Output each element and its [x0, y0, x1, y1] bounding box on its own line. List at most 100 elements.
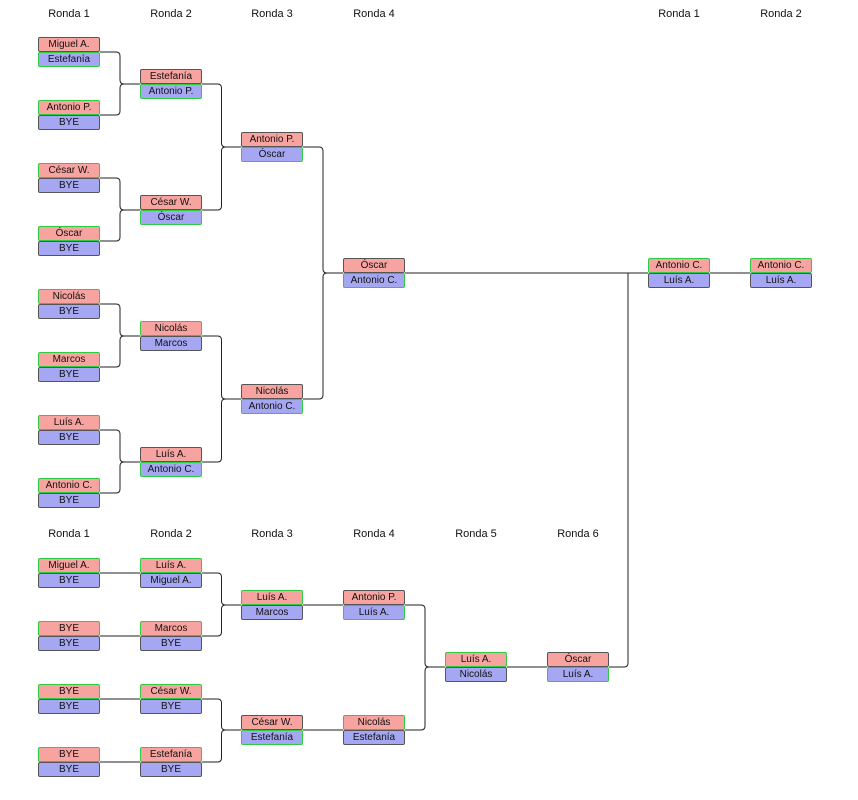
- player-slot-top: Antonio P.: [38, 100, 100, 115]
- round-label: Ronda 2: [150, 528, 192, 540]
- player-slot-top: Luís A.: [38, 415, 100, 430]
- connector-line: [100, 177, 140, 211]
- player-slot-top: César W.: [241, 715, 303, 730]
- player-slot-bottom: BYE: [38, 762, 100, 777]
- match-box: Antonio C.BYE: [38, 478, 100, 508]
- player-slot-bottom: BYE: [38, 573, 100, 588]
- player-slot-bottom: BYE: [140, 636, 202, 651]
- connector-line: [100, 51, 140, 85]
- connector-line: [202, 83, 241, 148]
- connector-line: [100, 429, 140, 463]
- player-slot-bottom: Óscar: [241, 147, 303, 162]
- player-slot-bottom: Antonio C.: [241, 399, 303, 414]
- match-box: Antonio P.BYE: [38, 100, 100, 130]
- match-box: César W.Óscar: [140, 195, 202, 225]
- player-slot-top: Estefanía: [140, 69, 202, 84]
- player-slot-bottom: BYE: [38, 430, 100, 445]
- player-slot-top: Óscar: [38, 226, 100, 241]
- match-box: César W.BYE: [140, 684, 202, 714]
- match-box: Miguel A.Estefanía: [38, 37, 100, 67]
- player-slot-bottom: Óscar: [140, 210, 202, 225]
- connector-line: [609, 273, 629, 668]
- match-box: Luís A.Marcos: [241, 590, 303, 620]
- player-slot-top: BYE: [38, 621, 100, 636]
- match-box: Miguel A.BYE: [38, 558, 100, 588]
- connector-line: [100, 335, 140, 368]
- player-slot-top: Antonio C.: [750, 258, 812, 273]
- player-slot-top: César W.: [140, 684, 202, 699]
- player-slot-top: Antonio C.: [648, 258, 710, 273]
- match-box: César W.BYE: [38, 163, 100, 193]
- player-slot-bottom: Estefanía: [343, 730, 405, 745]
- player-slot-top: Nicolás: [38, 289, 100, 304]
- round-label: Ronda 4: [353, 528, 395, 540]
- player-slot-bottom: BYE: [38, 241, 100, 256]
- player-slot-bottom: BYE: [38, 367, 100, 382]
- round-label: Ronda 2: [150, 8, 192, 20]
- player-slot-top: Luís A.: [445, 652, 507, 667]
- player-slot-top: Antonio C.: [38, 478, 100, 493]
- round-label: Ronda 1: [48, 528, 90, 540]
- player-slot-top: César W.: [38, 163, 100, 178]
- match-box: Luís A.Nicolás: [445, 652, 507, 682]
- connector-line: [202, 398, 241, 463]
- round-label: Ronda 5: [455, 528, 497, 540]
- round-label: Ronda 6: [557, 528, 599, 540]
- player-slot-bottom: BYE: [38, 115, 100, 130]
- round-label: Ronda 2: [760, 8, 802, 20]
- connector-line: [100, 303, 140, 337]
- player-slot-bottom: Marcos: [140, 336, 202, 351]
- match-box: Antonio P.Óscar: [241, 132, 303, 162]
- player-slot-top: BYE: [38, 747, 100, 762]
- player-slot-top: Antonio P.: [241, 132, 303, 147]
- player-slot-bottom: Luís A.: [648, 273, 710, 288]
- player-slot-bottom: Luís A.: [750, 273, 812, 288]
- player-slot-top: Luís A.: [241, 590, 303, 605]
- player-slot-bottom: BYE: [140, 699, 202, 714]
- match-box: Luís A.BYE: [38, 415, 100, 445]
- match-box: Antonio C.Luís A.: [750, 258, 812, 288]
- round-label: Ronda 4: [353, 8, 395, 20]
- player-slot-bottom: Estefanía: [241, 730, 303, 745]
- player-slot-bottom: BYE: [140, 762, 202, 777]
- player-slot-bottom: Estefanía: [38, 52, 100, 67]
- player-slot-top: Luís A.: [140, 558, 202, 573]
- match-box: Antonio C.Luís A.: [648, 258, 710, 288]
- match-box: César W.Estefanía: [241, 715, 303, 745]
- player-slot-bottom: BYE: [38, 699, 100, 714]
- connector-line: [100, 461, 140, 494]
- player-slot-bottom: Antonio C.: [140, 462, 202, 477]
- player-slot-top: Nicolás: [343, 715, 405, 730]
- round-label: Ronda 3: [251, 528, 293, 540]
- player-slot-top: Marcos: [38, 352, 100, 367]
- connector-line: [100, 83, 140, 116]
- player-slot-top: Miguel A.: [38, 37, 100, 52]
- match-box: Antonio P.Luís A.: [343, 590, 405, 620]
- connector-line: [202, 729, 241, 763]
- round-label: Ronda 3: [251, 8, 293, 20]
- player-slot-top: Nicolás: [241, 384, 303, 399]
- round-label: Ronda 1: [48, 8, 90, 20]
- player-slot-top: Óscar: [547, 652, 609, 667]
- round-label: Ronda 1: [658, 8, 700, 20]
- match-box: Luís A.Miguel A.: [140, 558, 202, 588]
- player-slot-top: Antonio P.: [343, 590, 405, 605]
- player-slot-bottom: Miguel A.: [140, 573, 202, 588]
- player-slot-top: BYE: [38, 684, 100, 699]
- player-slot-top: Miguel A.: [38, 558, 100, 573]
